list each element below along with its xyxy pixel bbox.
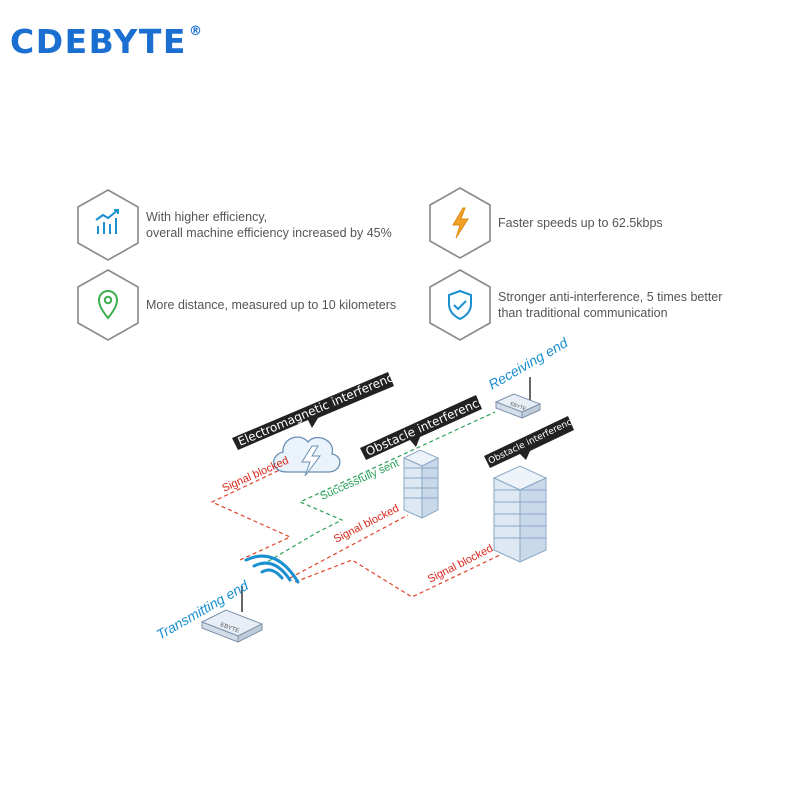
hex-badge [76,268,140,342]
shield-check-icon [448,289,472,321]
blocked-path-em [210,457,306,561]
feature-anti-line-1: Stronger anti-interference, 5 times bett… [498,290,723,304]
registered-mark: ® [188,24,204,39]
building-obstacle-2 [492,465,548,563]
feature-efficiency-line-2: overall machine efficiency increased by … [146,226,392,240]
receiving-device-text: EBYTE [509,401,527,412]
brand-name: CDEBYTE [10,22,187,61]
cloud-interference-icon [273,436,341,477]
feature-efficiency: With higher efficiency, overall machine … [76,188,392,262]
receiving-device: EBYTE [494,377,542,419]
label-signal-blocked-1: Signal blocked [220,455,290,495]
label-obstacle-1: Obstacle interference [364,393,488,459]
tag-obstacle-1: Obstacle interference [360,393,488,460]
brand-logo: CDEBYTE® [10,22,203,61]
location-pin-icon [97,290,119,320]
blocked-path-obstacle-1 [289,514,409,579]
blocked-path-obstacle-2 [294,554,501,598]
feature-distance-line-1: More distance, measured up to 10 kilomet… [146,298,397,312]
label-receiving-end: Receiving end [486,334,572,393]
feature-speed-line-1: Faster speeds up to 62.5kbps [498,216,663,230]
label-electromagnetic: Electromagnetic interference [236,368,402,449]
feature-efficiency-line-1: With higher efficiency, [146,210,268,224]
feature-speed: Faster speeds up to 62.5kbps [428,186,663,260]
hex-badge [76,188,140,262]
building-obstacle-1 [402,449,440,519]
feature-distance: More distance, measured up to 10 kilomet… [76,268,396,342]
efficiency-chart-icon [95,209,119,234]
feature-anti-interference: Stronger anti-interference, 5 times bett… [428,268,722,342]
success-path [261,411,496,566]
hex-badge [428,186,492,260]
label-signal-blocked-3: Signal blocked [426,542,495,585]
tag-obstacle-2: Obstacle interference [484,415,579,468]
feature-anti-line-2: than traditional communication [498,306,668,320]
wireless-wave-icon [244,554,300,584]
transmitting-device: EBYTE [200,586,264,643]
label-obstacle-2: Obstacle interference [487,415,579,467]
lightning-icon [452,207,469,239]
hex-badge [428,268,492,342]
